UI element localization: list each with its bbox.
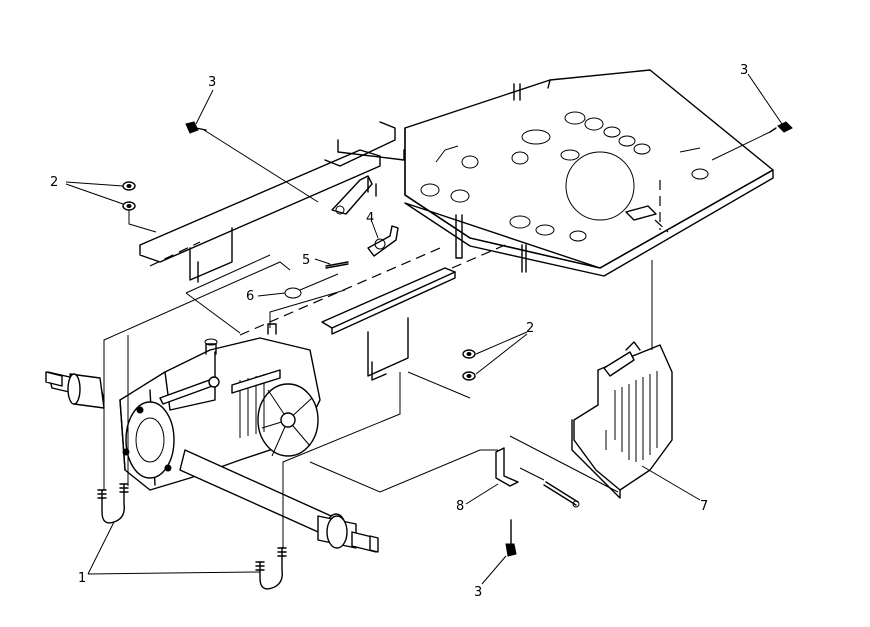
callout-3-bottom: 3 [474,585,482,600]
callout-8: 8 [456,499,464,514]
callout-3-right: 3 [740,63,748,78]
callout-3-left: 3 [208,75,216,90]
lower-frame-rail [239,244,506,381]
callout-4: 4 [366,211,374,226]
axles [45,371,379,553]
callout-5: 5 [302,253,310,268]
hardware [122,121,793,557]
callout-7: 7 [700,499,708,514]
assembly-lines [103,129,771,548]
u-bolt-right [255,547,287,590]
bracket-8 [495,447,580,508]
seat-plate [404,69,774,277]
callout-6: 6 [246,289,254,304]
guard-cover [571,341,673,499]
leader-lines [65,73,783,585]
callout-numbers: 1 2 2 3 3 3 4 5 6 7 8 [50,63,748,600]
u-bolt-left [97,483,129,524]
transmission-assembly [119,323,321,491]
callout-2-right: 2 [526,321,534,336]
cooling-fan [257,383,319,457]
callout-2-left: 2 [50,175,58,190]
upper-frame-rail [139,121,405,283]
callout-1: 1 [78,571,86,586]
